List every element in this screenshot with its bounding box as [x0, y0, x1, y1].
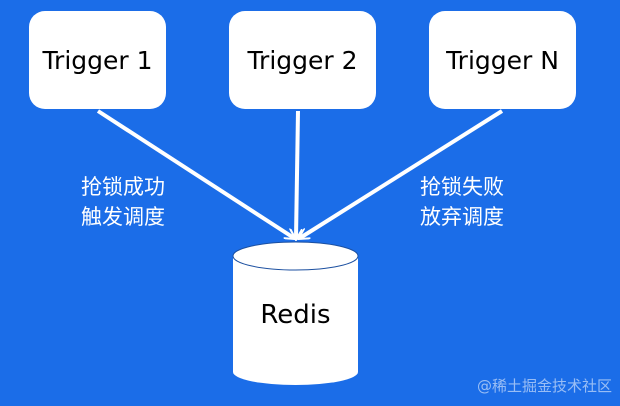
watermark: @稀土掘金技术社区	[476, 377, 612, 395]
failure-line-1: 抢锁失败	[420, 175, 504, 199]
failure-annotation: 抢锁失败 放弃调度	[420, 172, 504, 232]
edge-trigger-n-to-redis	[300, 109, 504, 238]
redis-cylinder	[232, 241, 359, 385]
trigger-1-label: Trigger 1	[42, 45, 153, 75]
trigger-2-label: Trigger 2	[247, 45, 358, 75]
edge-trigger-2-to-redis	[296, 110, 298, 238]
trigger-n-node: Trigger N	[429, 11, 576, 109]
trigger-1-node: Trigger 1	[29, 11, 166, 109]
success-line-1: 抢锁成功	[81, 175, 165, 199]
success-annotation: 抢锁成功 触发调度	[81, 172, 165, 232]
failure-line-2: 放弃调度	[420, 205, 504, 229]
success-line-2: 触发调度	[81, 205, 165, 229]
redis-label: Redis	[260, 300, 331, 330]
trigger-n-label: Trigger N	[446, 45, 559, 75]
trigger-2-node: Trigger 2	[229, 11, 376, 109]
edge-trigger-1-to-redis	[96, 109, 294, 238]
